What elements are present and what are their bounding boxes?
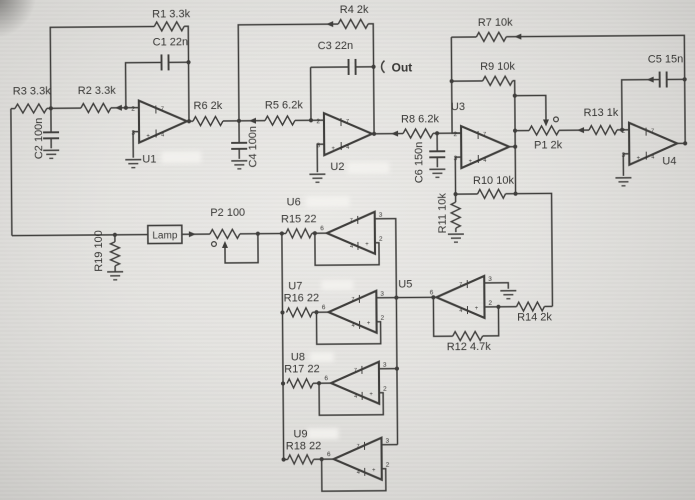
photo-corner-shadow bbox=[0, 0, 695, 500]
screen-photo: 2374++2374++2374++2374++63274+63274+6327… bbox=[0, 0, 695, 500]
